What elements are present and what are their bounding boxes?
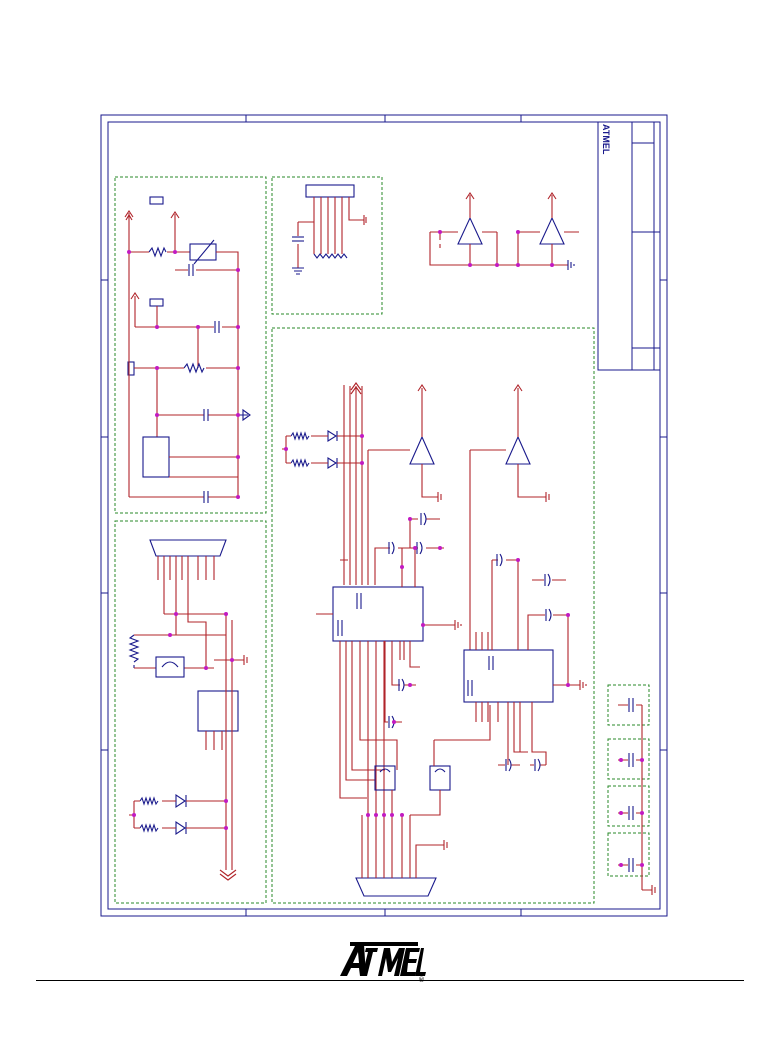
title-block-logo: ATMEL [601, 124, 611, 155]
main-circuit [282, 382, 587, 897]
group-decoupling-2 [607, 738, 650, 780]
header-connector-circuit [292, 184, 367, 275]
power-connector-1 [149, 196, 164, 205]
decoupling-capacitors [618, 698, 656, 895]
pin-header [305, 184, 355, 198]
op-amp-3 [409, 435, 435, 465]
rs232-interface-circuit [128, 539, 248, 881]
op-amp-pair [429, 192, 579, 270]
group-decoupling-4 [607, 832, 650, 877]
atmel-logo-mark [340, 942, 426, 976]
led-1 [175, 793, 187, 809]
op-amp-1 [457, 216, 483, 245]
power-supply-circuit [124, 196, 251, 503]
group-borders [114, 176, 650, 904]
microcontroller-ic [332, 586, 424, 642]
drawing-frame [100, 114, 668, 917]
db9-connector-main [355, 877, 437, 897]
relay-1 [374, 765, 396, 791]
group-power-supply [114, 176, 267, 514]
line-driver-ic [197, 690, 239, 732]
power-connector-2 [149, 298, 164, 307]
transceiver-ic [463, 649, 554, 703]
op-amp-4 [505, 435, 531, 465]
title-block: ATMEL [597, 121, 661, 371]
relay-2 [429, 765, 451, 791]
group-decoupling-3 [607, 785, 650, 827]
db9-connector-left [149, 539, 227, 557]
atmel-logo: ® [340, 942, 426, 982]
crystal [155, 656, 185, 678]
registered-mark: ® [418, 976, 425, 982]
group-main-circuit [271, 327, 595, 904]
op-amp-2 [539, 216, 565, 245]
regulator-ic [142, 436, 170, 478]
group-decoupling-1 [607, 684, 650, 726]
footer-rule [36, 980, 744, 981]
voltage-regulator [189, 243, 217, 261]
led-2 [175, 820, 187, 836]
group-rs232-interface [114, 520, 267, 904]
group-header-connector [271, 176, 383, 315]
